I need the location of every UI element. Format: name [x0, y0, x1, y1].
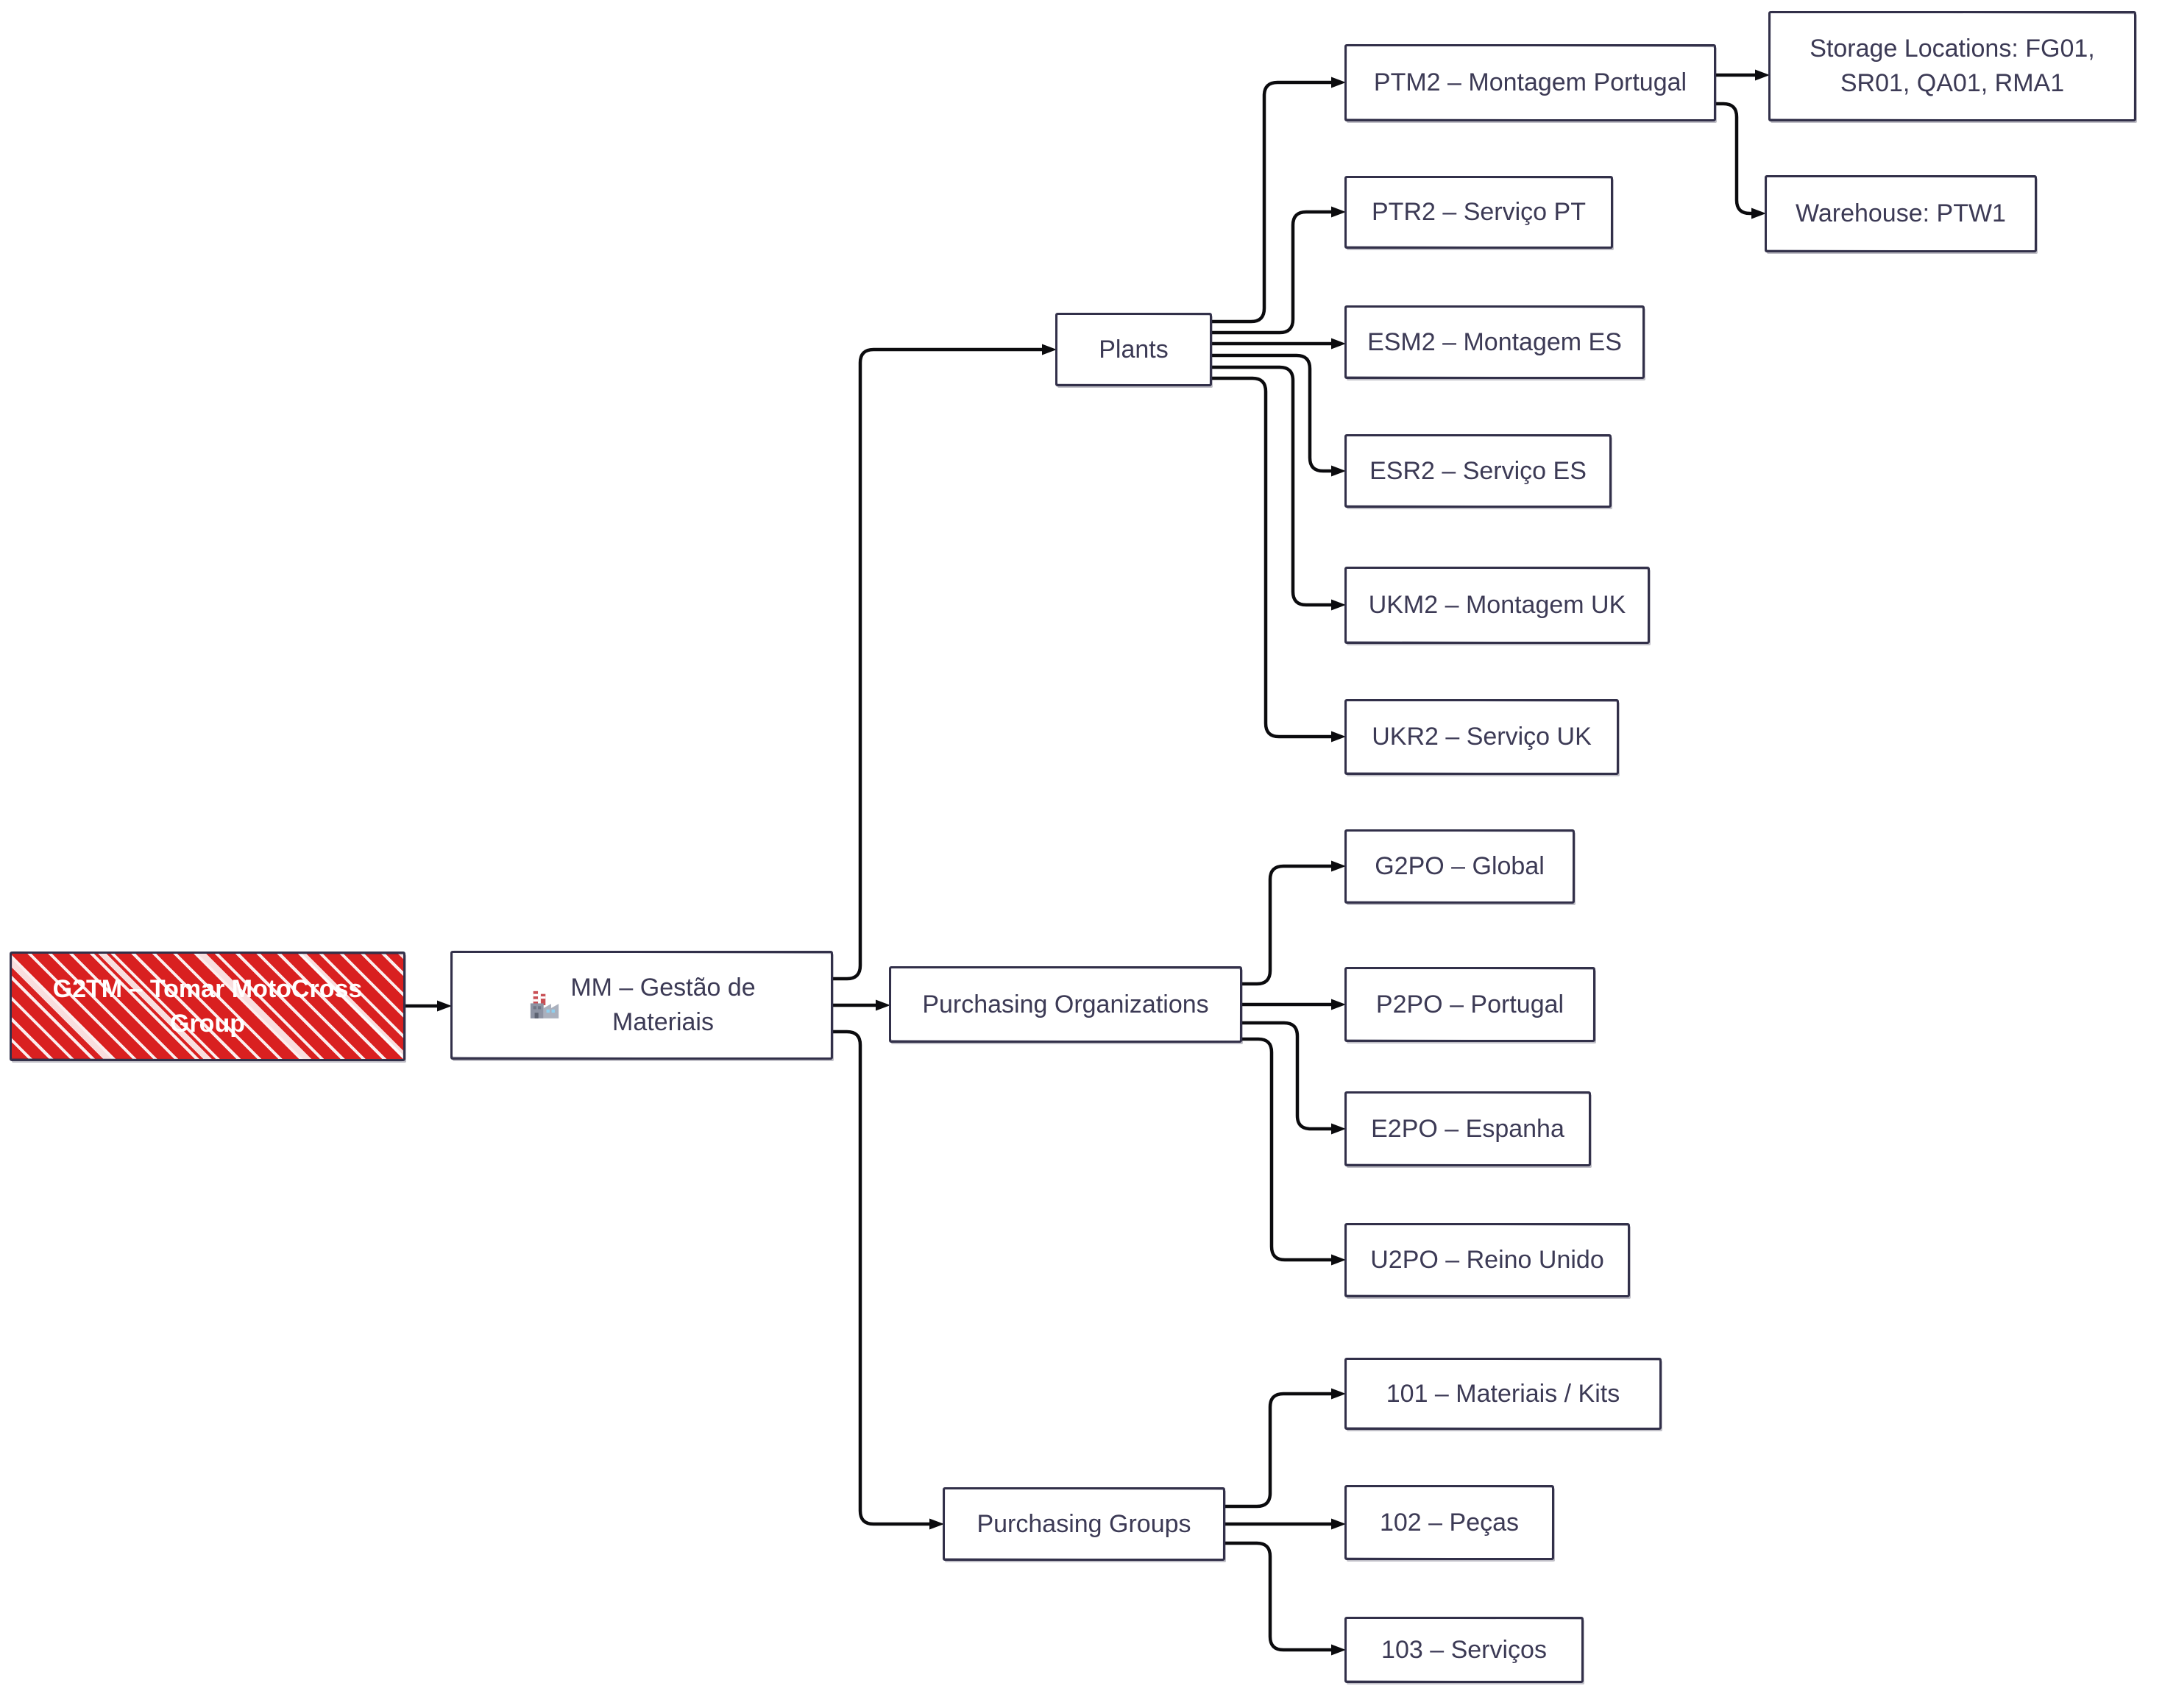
- node-ukr2: UKR2 – Serviço UK: [1344, 699, 1619, 775]
- node-ukm2: UKM2 – Montagem UK: [1344, 567, 1650, 644]
- node-label: MM – Gestão de Materiais: [570, 974, 756, 1036]
- edge-porgs-e2po: [1242, 1021, 1346, 1135]
- edge-plants-esr2: [1212, 353, 1346, 477]
- node-label: Purchasing Groups: [977, 1509, 1191, 1538]
- node-label: G2TM – Tomar MotoCross Group: [52, 974, 363, 1038]
- node-label: Purchasing Organizations: [922, 990, 1209, 1018]
- node-label: UKM2 – Montagem UK: [1368, 591, 1626, 620]
- node-k102: 102 – Peças: [1344, 1485, 1554, 1560]
- node-wh: Warehouse: PTW1: [1765, 175, 2037, 252]
- node-plants: Plants: [1055, 313, 1212, 386]
- node-mm: MM – Gestão de Materiais: [450, 951, 833, 1060]
- edge-mm-plants: [833, 344, 1057, 981]
- node-label: Warehouse: PTW1: [1796, 199, 2006, 228]
- edge-plants-ukr2: [1212, 376, 1346, 743]
- node-k103: 103 – Serviços: [1344, 1617, 1584, 1683]
- node-label: PTM2 – Montagem Portugal: [1373, 68, 1687, 97]
- node-sloc: Storage Locations: FG01, SR01, QA01, RMA…: [1768, 11, 2136, 121]
- node-u2po: U2PO – Reino Unido: [1344, 1223, 1630, 1297]
- edge-plants-ukm2: [1212, 365, 1346, 611]
- node-label: 102 – Peças: [1379, 1508, 1520, 1537]
- node-label: ESM2 – Montagem ES: [1367, 327, 1622, 356]
- edge-pgroups-k103: [1225, 1541, 1346, 1656]
- node-label: P2PO – Portugal: [1375, 990, 1564, 1018]
- edge-porgs-u2po: [1242, 1037, 1346, 1266]
- node-label: Storage Locations: FG01, SR01, QA01, RMA…: [1810, 35, 2095, 97]
- edge-plants-ptm2: [1212, 77, 1346, 324]
- edge-plants-ptr2: [1212, 206, 1346, 335]
- edge-mm-pgroups: [833, 1030, 944, 1530]
- edge-ptm2-wh: [1716, 102, 1766, 219]
- node-ptr2: PTR2 – Serviço PT: [1344, 176, 1613, 249]
- node-p2po: P2PO – Portugal: [1344, 967, 1595, 1042]
- node-label: ESR2 – Serviço ES: [1369, 456, 1587, 485]
- node-k101: 101 – Materiais / Kits: [1344, 1358, 1662, 1430]
- node-label: G2PO – Global: [1375, 852, 1545, 881]
- node-g2po: G2PO – Global: [1344, 829, 1575, 904]
- node-label: U2PO – Reino Unido: [1370, 1246, 1604, 1275]
- node-esm2: ESM2 – Montagem ES: [1344, 305, 1645, 379]
- node-label: 101 – Materiais / Kits: [1386, 1379, 1620, 1408]
- edge-pgroups-k101: [1225, 1388, 1346, 1509]
- node-label: E2PO – Espanha: [1371, 1114, 1564, 1143]
- node-label: Plants: [1099, 335, 1169, 364]
- node-ptm2: PTM2 – Montagem Portugal: [1344, 44, 1716, 121]
- node-label: UKR2 – Serviço UK: [1372, 723, 1592, 751]
- edge-porgs-g2po: [1242, 860, 1346, 986]
- node-pgroups: Purchasing Groups: [943, 1487, 1225, 1561]
- node-porgs: Purchasing Organizations: [889, 966, 1242, 1043]
- factory-icon: [528, 988, 561, 1022]
- node-label: PTR2 – Serviço PT: [1372, 198, 1586, 227]
- node-g2tm: G2TM – Tomar MotoCross Group: [10, 952, 405, 1061]
- node-label: 103 – Serviços: [1381, 1635, 1547, 1664]
- node-esr2: ESR2 – Serviço ES: [1344, 434, 1612, 508]
- node-e2po: E2PO – Espanha: [1344, 1091, 1591, 1166]
